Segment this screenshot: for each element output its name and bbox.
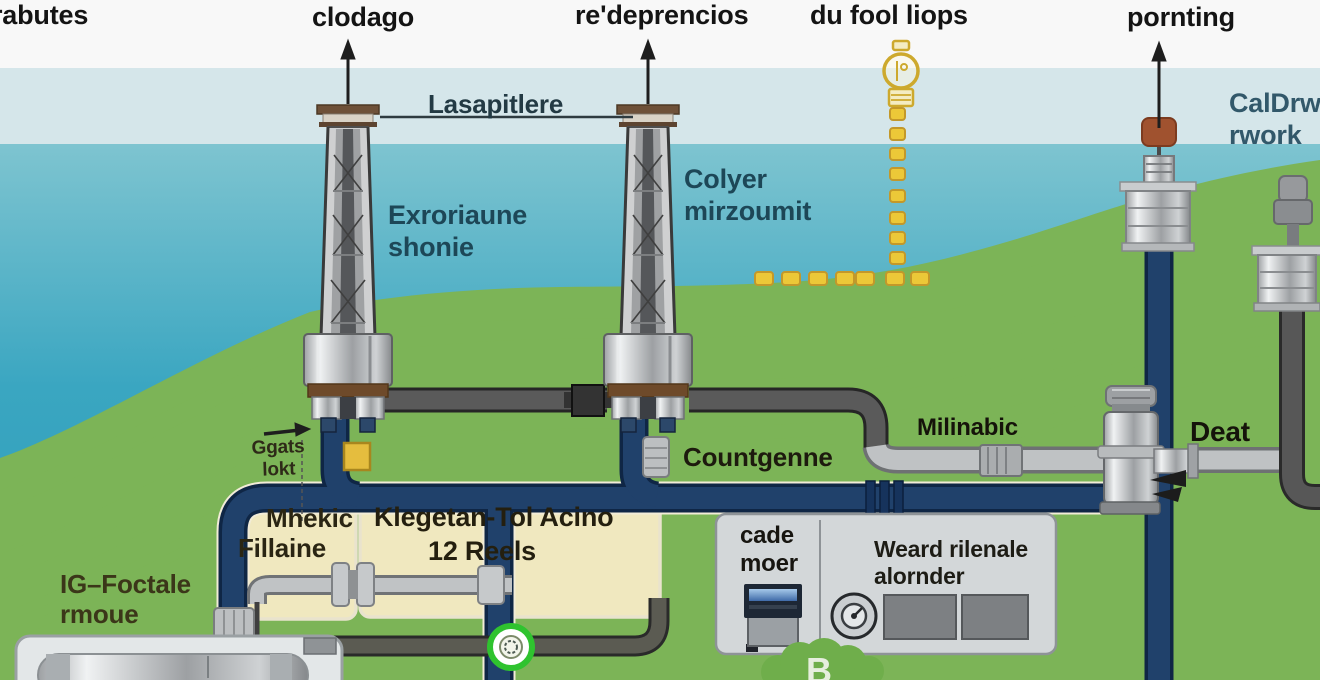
panel-right-title: Weard rilenale alornder bbox=[874, 536, 1028, 590]
valve-assembly bbox=[1097, 385, 1199, 515]
label-caldrwn-line2: rwork bbox=[1229, 119, 1302, 150]
label-exroriaune-line1: Exroriaune bbox=[388, 200, 528, 230]
label-caldrwn-line1: CalDrwn bbox=[1229, 88, 1320, 118]
equipment-panel bbox=[714, 512, 1058, 656]
green-ring-marker bbox=[487, 623, 535, 671]
label-ggats: Ggats lokt bbox=[251, 436, 305, 483]
bush-letter: B bbox=[806, 650, 832, 680]
label-du-fool-liops: du fool liops bbox=[810, 0, 968, 30]
label-pornting: pornting bbox=[1127, 2, 1235, 32]
label-klegetan-line1: Klegetan-Tol Acino bbox=[374, 502, 614, 532]
label-redeprencios: re'deprencios bbox=[575, 0, 749, 30]
label-clodago: clodago bbox=[312, 2, 415, 32]
label-colyer-line1: Colyer bbox=[684, 164, 767, 194]
label-deat: Deat bbox=[1190, 416, 1250, 447]
yellow-sensor-box bbox=[342, 441, 372, 472]
panel-block-2 bbox=[961, 594, 1029, 640]
pipe-fittings bbox=[213, 384, 1023, 641]
label-rabutes: rabutes bbox=[0, 0, 89, 30]
label-mhekic-line1: Mhekic bbox=[266, 503, 353, 533]
label-ggats-line2: lokt bbox=[261, 458, 296, 481]
machine-icon bbox=[744, 584, 802, 652]
buoy-marker bbox=[882, 39, 920, 108]
panel-left-line2: moer bbox=[740, 550, 798, 578]
yellow-dashed-path bbox=[754, 107, 930, 286]
label-exroriaune: Exroriaune shonie bbox=[388, 200, 527, 264]
label-milinabic: Milinabic bbox=[917, 414, 1018, 441]
label-ig-foctale-line1: IG–Foctale bbox=[60, 569, 191, 599]
bush bbox=[761, 638, 884, 680]
wellhead-right-2 bbox=[1251, 175, 1320, 312]
label-ggats-line1: Ggats bbox=[251, 436, 305, 459]
label-klegetan-line2: 12 Reels bbox=[428, 536, 536, 566]
label-lasapitlere: Lasapitlere bbox=[428, 89, 564, 119]
label-countgenne: Countgenne bbox=[683, 442, 833, 472]
label-caldrwn: CalDrwn rwork bbox=[1229, 88, 1320, 152]
panel-block-1 bbox=[883, 594, 957, 640]
panel-right-line2: alornder bbox=[874, 563, 965, 590]
panel-left-line1: cade bbox=[740, 522, 794, 549]
panel-right-line1: Weard rilenale bbox=[874, 536, 1029, 562]
label-exroriaune-line2: shonie bbox=[388, 231, 474, 262]
panel-left-title: cade moer bbox=[740, 522, 798, 579]
label-colyer: Colyer mirzoumit bbox=[684, 164, 811, 228]
gauge-icon bbox=[830, 592, 878, 640]
label-ig-foctale-line2: rmoue bbox=[60, 599, 139, 629]
label-mhekic-line2: Fillaine bbox=[238, 533, 326, 563]
up-arrows bbox=[263, 38, 1167, 437]
label-colyer-line2: mirzoumit bbox=[684, 195, 812, 226]
storage-tank bbox=[14, 634, 344, 680]
wellhead-right-1 bbox=[1119, 117, 1197, 252]
